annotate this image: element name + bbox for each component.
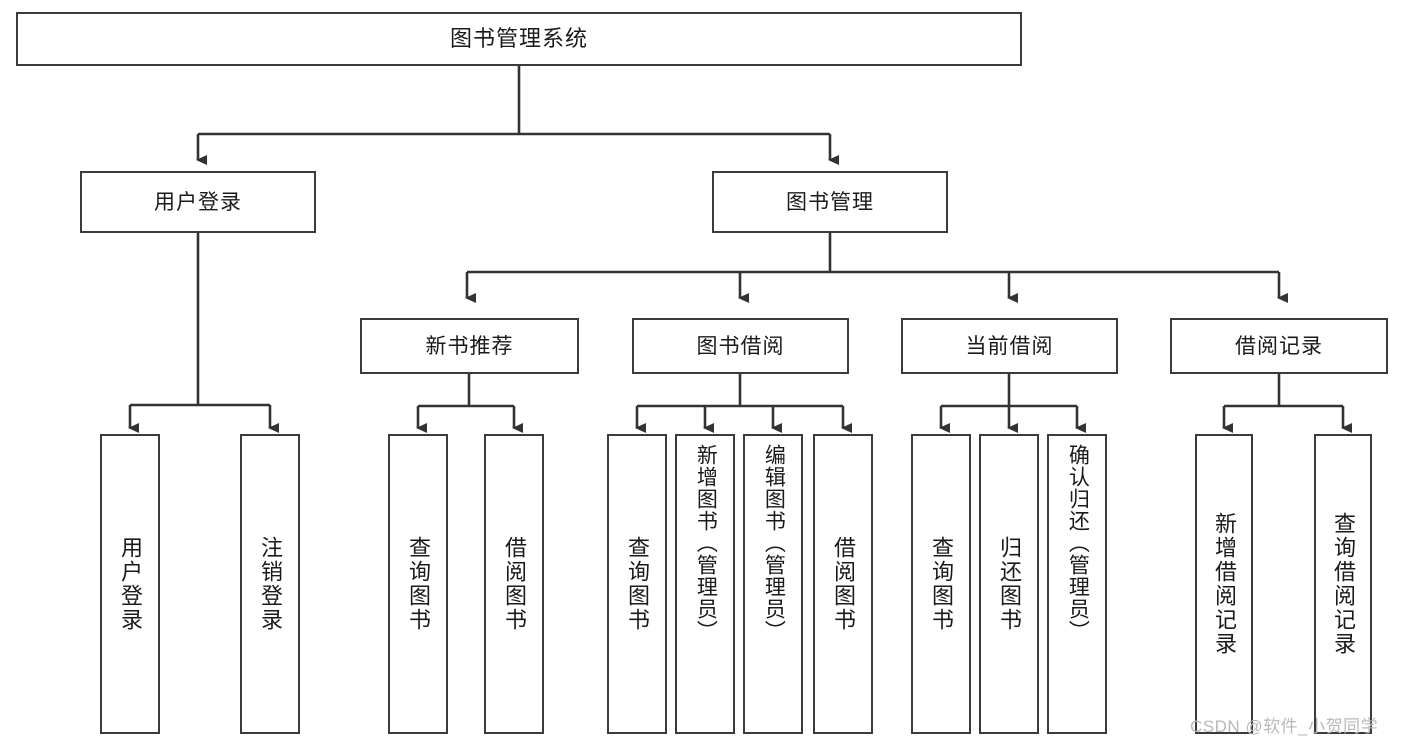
node-label: 借阅图书: [501, 536, 527, 632]
node-book-management[interactable]: 图书管理: [712, 171, 948, 233]
leaf-return-book[interactable]: 归还图书: [979, 434, 1039, 734]
node-label: 编辑图书（管理员）: [762, 444, 786, 642]
leaf-confirm-return-admin[interactable]: 确认归还（管理员）: [1047, 434, 1107, 734]
node-label: 用户登录: [154, 190, 242, 214]
node-user-login[interactable]: 用户登录: [80, 171, 316, 233]
leaf-logout[interactable]: 注销登录: [240, 434, 300, 734]
node-label: 查询图书: [624, 536, 650, 632]
node-label: 确认归还（管理员）: [1066, 444, 1090, 642]
leaf-edit-book-admin[interactable]: 编辑图书（管理员）: [743, 434, 803, 734]
node-label: 图书借阅: [696, 334, 785, 358]
leaf-query-book-borrow[interactable]: 查询图书: [607, 434, 667, 734]
node-label: 查询图书: [405, 536, 431, 632]
node-label: 查询借阅记录: [1330, 512, 1356, 656]
node-borrow-record[interactable]: 借阅记录: [1170, 318, 1388, 374]
node-label: 注销登录: [257, 536, 283, 632]
leaf-add-book-admin[interactable]: 新增图书（管理员）: [675, 434, 735, 734]
node-label: 当前借阅: [965, 334, 1054, 358]
node-label: 图书管理系统: [449, 26, 588, 51]
node-label: 图书管理: [786, 190, 874, 214]
node-label: 新增借阅记录: [1211, 512, 1237, 656]
node-label: 借阅图书: [830, 536, 856, 632]
node-book-borrow[interactable]: 图书借阅: [632, 318, 849, 374]
node-label: 新书推荐: [425, 334, 514, 358]
leaf-borrow-book[interactable]: 借阅图书: [813, 434, 873, 734]
node-new-book-recommend[interactable]: 新书推荐: [360, 318, 579, 374]
leaf-query-borrow-record[interactable]: 查询借阅记录: [1314, 434, 1372, 734]
node-root-system[interactable]: 图书管理系统: [16, 12, 1022, 66]
node-label: 查询图书: [928, 536, 954, 632]
leaf-query-book-recommend[interactable]: 查询图书: [388, 434, 448, 734]
node-label: 用户登录: [117, 536, 143, 632]
leaf-borrow-book-recommend[interactable]: 借阅图书: [484, 434, 544, 734]
leaf-add-borrow-record[interactable]: 新增借阅记录: [1195, 434, 1253, 734]
leaf-user-login[interactable]: 用户登录: [100, 434, 160, 734]
csdn-watermark: CSDN @软件_小贺同学: [1190, 717, 1379, 736]
node-label: 归还图书: [996, 536, 1022, 632]
node-label: 借阅记录: [1235, 334, 1323, 358]
leaf-query-book-current[interactable]: 查询图书: [911, 434, 971, 734]
node-current-borrow[interactable]: 当前借阅: [901, 318, 1118, 374]
node-label: 新增图书（管理员）: [694, 444, 718, 642]
